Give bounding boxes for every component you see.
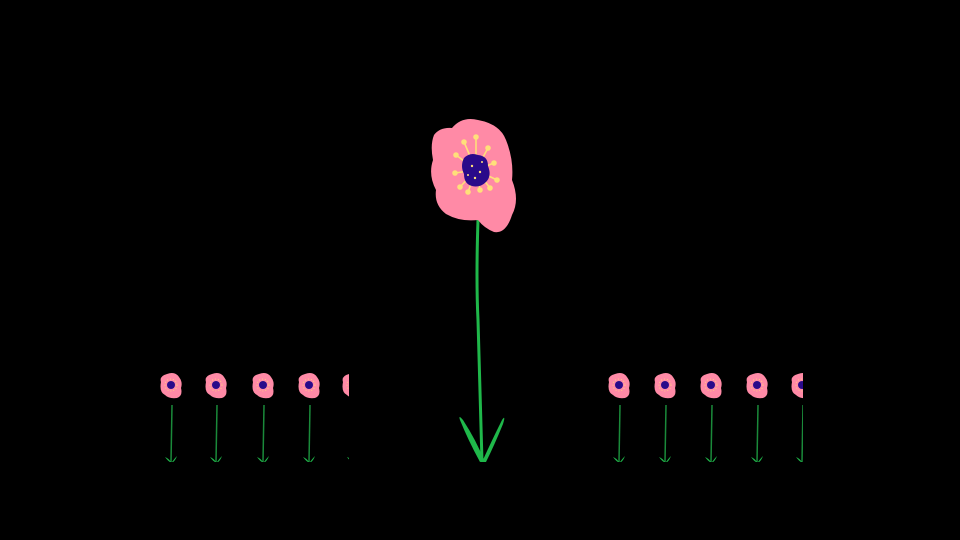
main-flower [431, 119, 516, 463]
stamens [452, 134, 500, 195]
flower-center [462, 154, 490, 187]
leaf-right [482, 417, 505, 462]
center-dots [467, 161, 483, 180]
stem [475, 219, 484, 463]
leaf-left [459, 417, 484, 462]
